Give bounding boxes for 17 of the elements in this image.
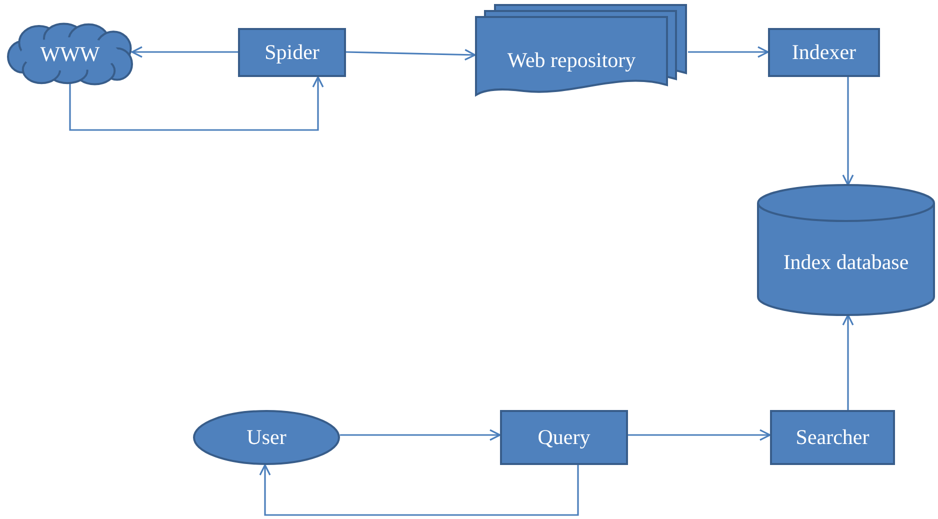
node-label: WWW (40, 42, 100, 66)
arrow (842, 314, 854, 410)
arrow (842, 77, 854, 186)
node-label: Index database (783, 250, 909, 275)
arrow (688, 46, 769, 58)
node-label: Indexer (792, 40, 856, 65)
arrow (131, 46, 238, 58)
arrow (259, 464, 579, 516)
node-label: Spider (264, 40, 320, 65)
arrow (628, 429, 771, 441)
arrow (340, 429, 501, 441)
arrow (346, 48, 476, 61)
node-label: Searcher (796, 425, 870, 450)
arrow (69, 76, 324, 131)
node-label: Query (538, 425, 590, 450)
node-label: Web repository (507, 48, 636, 72)
node-label: User (246, 425, 286, 450)
